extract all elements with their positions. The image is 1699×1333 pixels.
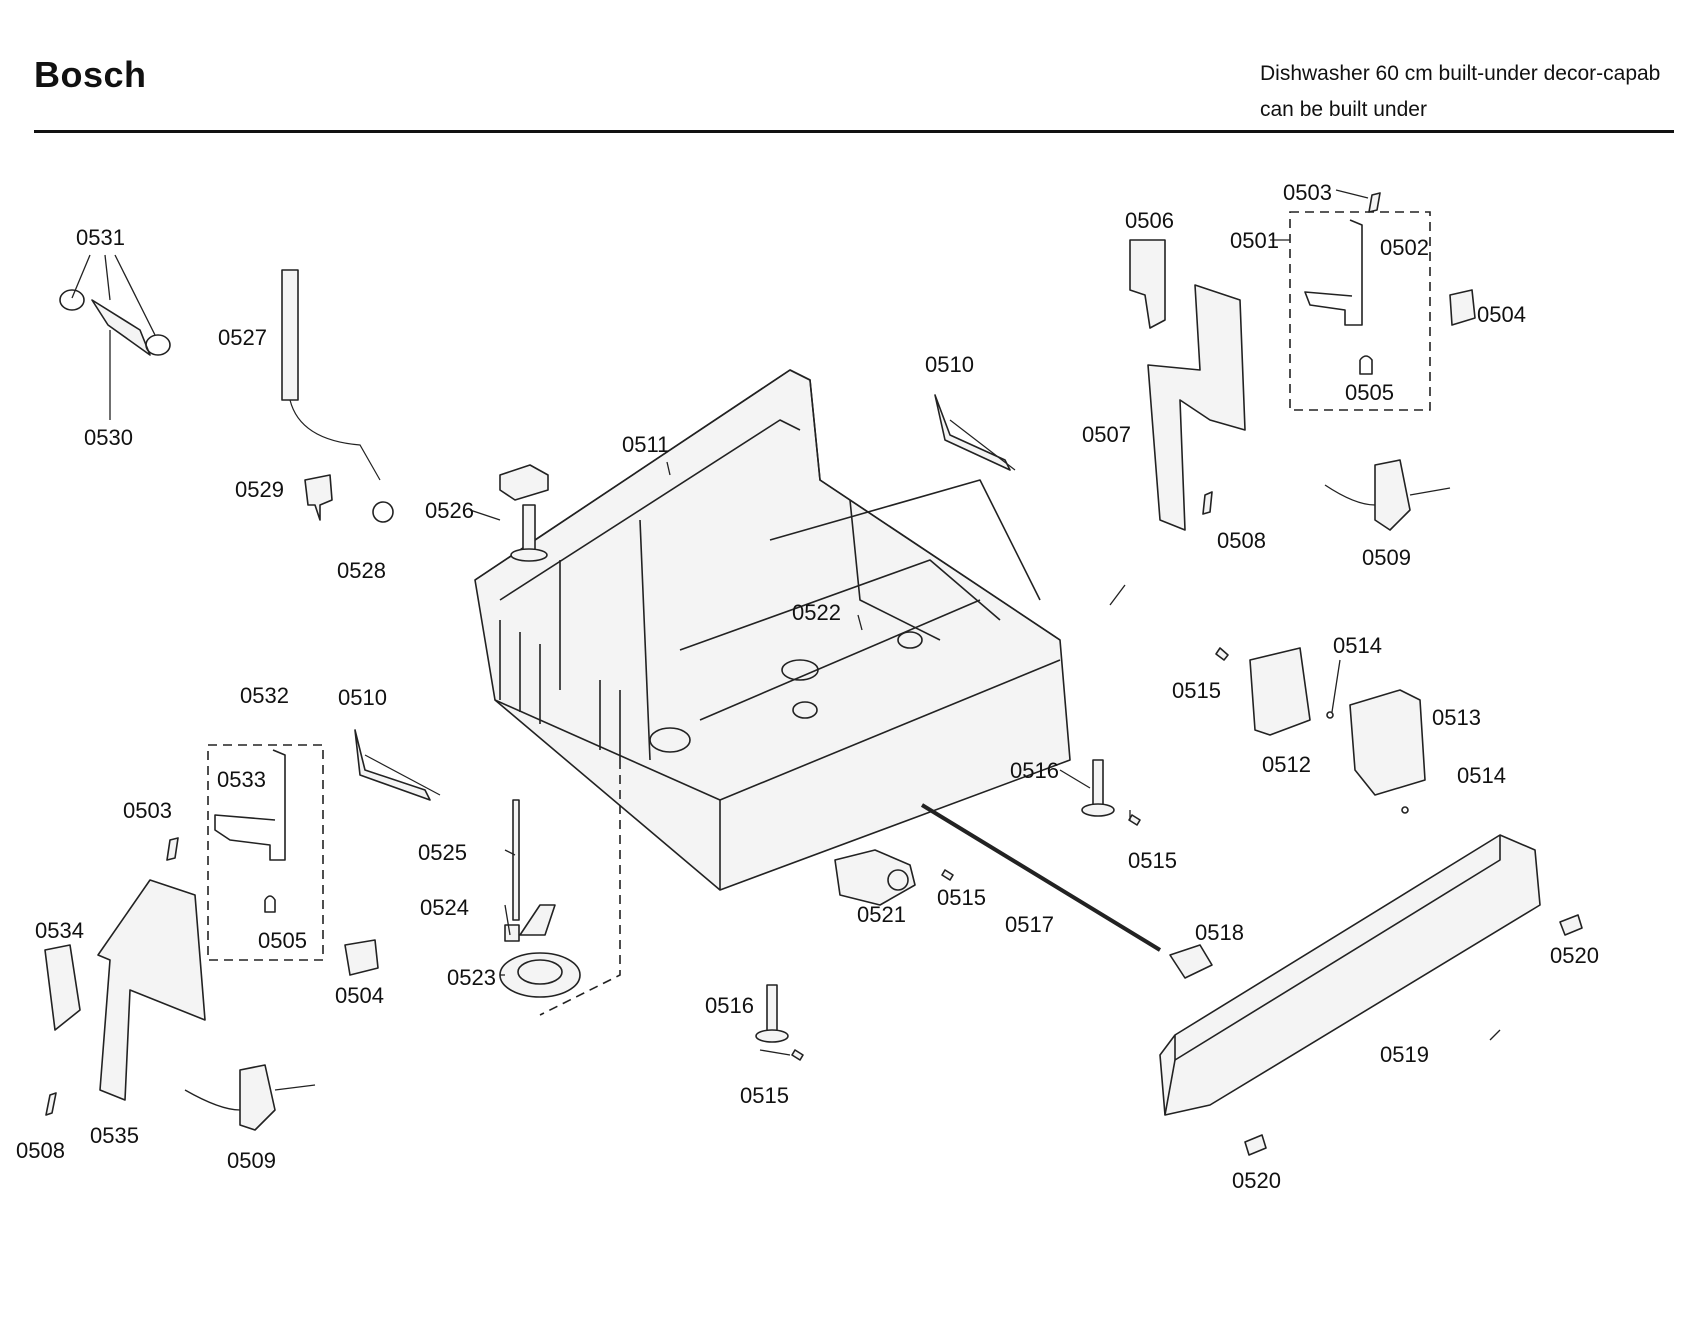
label-0529: 0529 <box>235 477 284 502</box>
label-0520-right: 0520 <box>1550 943 1599 968</box>
housing-0512 <box>1249 647 1311 736</box>
bracket-0507 <box>1147 284 1246 531</box>
screw-0515-top <box>1215 647 1229 661</box>
bracket-0535 <box>97 879 206 1101</box>
label-0511: 0511 <box>622 432 669 457</box>
label-0504-left: 0504 <box>335 983 384 1008</box>
description-line-2: can be built under <box>1260 98 1427 121</box>
screw-0503-right <box>1368 192 1381 213</box>
ring-0528 <box>372 501 394 523</box>
knob-0518 <box>1169 944 1213 979</box>
label-0510-left: 0510 <box>338 685 387 710</box>
label-0535: 0535 <box>90 1123 139 1148</box>
label-0518: 0518 <box>1195 920 1244 945</box>
screw-0515-bottom <box>791 1049 804 1061</box>
cover-0513 <box>1349 689 1426 796</box>
label-0502: 0502 <box>1380 235 1429 260</box>
label-0531: 0531 <box>76 225 125 250</box>
label-0522: 0522 <box>792 600 841 625</box>
label-0528: 0528 <box>337 558 386 583</box>
label-0527: 0527 <box>218 325 267 350</box>
spring-bracket-0510-left <box>354 729 441 801</box>
label-0521: 0521 <box>857 902 906 927</box>
label-0532: 0532 <box>240 683 289 708</box>
model-description: Dishwasher 60 cm built-under decor-capab… <box>1260 56 1660 128</box>
label-0507: 0507 <box>1082 422 1131 447</box>
bracket-0533 <box>214 749 286 861</box>
label-0530: 0530 <box>84 425 133 450</box>
label-0509-right: 0509 <box>1362 545 1411 570</box>
screw-0514-bottom <box>1401 806 1409 814</box>
label-0506: 0506 <box>1125 208 1174 233</box>
foot-0516-right <box>1081 759 1115 817</box>
clip-0505-left <box>264 895 276 913</box>
label-0503-left: 0503 <box>123 798 172 823</box>
label-0503-right: 0503 <box>1283 180 1332 205</box>
assembly-box-0501 <box>1289 211 1431 411</box>
float-rod-0525 <box>504 799 556 942</box>
cover-0506 <box>1129 239 1166 329</box>
kick-panel-0519 <box>1159 834 1541 1116</box>
label-0516-bottom: 0516 <box>705 993 754 1018</box>
description-line-1: Dishwasher 60 cm built-under decor-capab <box>1260 62 1661 85</box>
hinge-0509-right <box>1324 459 1451 531</box>
label-0520-bottom: 0520 <box>1232 1168 1281 1193</box>
screw-0520-bottom <box>1244 1134 1267 1156</box>
screw-0514-top <box>1326 711 1334 719</box>
dashed-leader-0523 <box>539 760 621 1016</box>
foot-0526 <box>499 464 549 562</box>
screw-0515-valve <box>941 869 954 881</box>
block-0504-left <box>344 939 379 976</box>
hose-0527 <box>289 270 381 481</box>
label-0501: 0501 <box>1230 228 1279 253</box>
sump-0523 <box>499 952 581 998</box>
leader-lines <box>71 189 1501 1056</box>
label-0515-valve: 0515 <box>937 885 986 910</box>
clip-0505-right <box>1359 355 1373 375</box>
rod-0517 <box>920 803 1162 952</box>
label-0505-right: 0505 <box>1345 380 1394 405</box>
bracket-0502 <box>1304 219 1363 326</box>
hose-coil-0527 <box>281 269 299 401</box>
label-0519: 0519 <box>1380 1042 1429 1067</box>
label-0508-left: 0508 <box>16 1138 65 1163</box>
label-0509-left: 0509 <box>227 1148 276 1173</box>
base-tub-0511 <box>474 369 1071 891</box>
label-0526: 0526 <box>425 498 474 523</box>
cap-0534 <box>44 944 81 1031</box>
label-0517: 0517 <box>1005 912 1054 937</box>
screw-0508-left <box>45 1092 57 1116</box>
foot-0516-bottom <box>755 984 789 1043</box>
hose-connector-0530 <box>59 289 171 356</box>
label-0504-right: 0504 <box>1477 302 1526 327</box>
label-0508-right: 0508 <box>1217 528 1266 553</box>
label-0533: 0533 <box>217 767 266 792</box>
label-0516-right: 0516 <box>1010 758 1059 783</box>
header-rule <box>34 130 1674 133</box>
brand-title: Bosch <box>34 54 147 95</box>
valve-0521 <box>834 849 916 906</box>
label-0512: 0512 <box>1262 752 1311 777</box>
spring-bracket-0510-top <box>934 394 1016 471</box>
label-0505-left: 0505 <box>258 928 307 953</box>
clip-0529 <box>304 474 333 521</box>
label-0515-bottom: 0515 <box>740 1083 789 1108</box>
label-0524: 0524 <box>420 895 469 920</box>
label-0510-top: 0510 <box>925 352 974 377</box>
screw-0503-left <box>166 837 179 861</box>
label-0515-top: 0515 <box>1172 678 1221 703</box>
label-0523: 0523 <box>447 965 496 990</box>
screw-0520-right <box>1559 914 1583 936</box>
label-0514-top: 0514 <box>1333 633 1382 658</box>
label-0514-bottom: 0514 <box>1457 763 1506 788</box>
label-0513: 0513 <box>1432 705 1481 730</box>
label-0515-mid: 0515 <box>1128 848 1177 873</box>
part-labels: 0501 0502 0503 0503 0504 0504 0505 0505 … <box>16 180 1599 1193</box>
label-0534: 0534 <box>35 918 84 943</box>
label-0525: 0525 <box>418 840 467 865</box>
hinge-0509-left <box>184 1064 316 1131</box>
screw-0508-right <box>1202 491 1213 515</box>
block-0504-right <box>1449 289 1476 326</box>
